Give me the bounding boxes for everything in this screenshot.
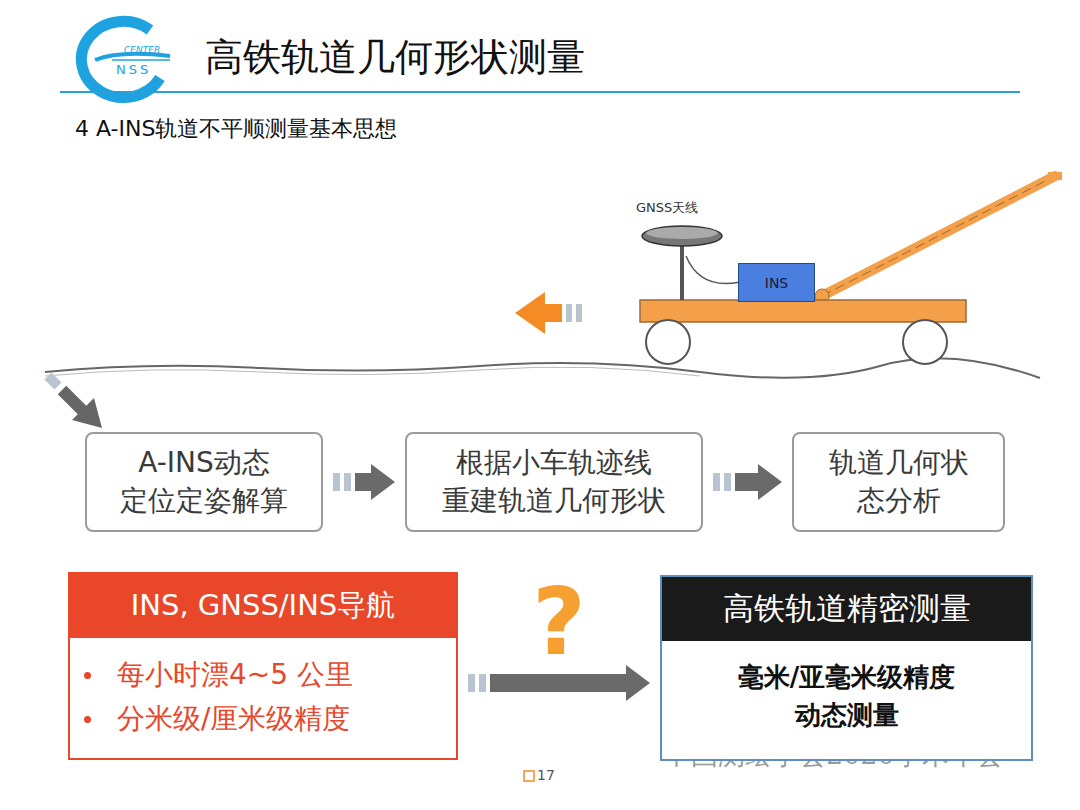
bullet-dot: [84, 716, 91, 723]
process-box: 根据小车轨迹线 重建轨道几何形状: [405, 432, 703, 532]
bullet-row: 每小时漂4~5 公里: [84, 656, 446, 694]
logo-text: NSS: [116, 62, 151, 77]
process-box: 轨道几何状 态分析: [792, 432, 1005, 532]
bullet-row: 分米级/厘米级精度: [84, 700, 446, 738]
box-text: INS: [765, 275, 789, 291]
edge-label: ?: [532, 577, 585, 669]
ins-box: INS: [738, 263, 815, 302]
flow-arrow: [333, 464, 395, 500]
section-heading: 4 A-INS轨道不平顺测量基本思想: [75, 114, 397, 144]
box-heading: 高铁轨道精密测量: [662, 577, 1031, 641]
part-label: GNSS天线: [636, 199, 698, 217]
bullet-dot: [84, 672, 91, 679]
logo: [81, 21, 170, 97]
flow-arrow: [713, 464, 782, 500]
flow-start-arrow: [48, 376, 102, 428]
motion-arrow: [515, 292, 582, 334]
track-line: [45, 358, 1040, 378]
bullet-text: 分米级/厘米级精度: [117, 700, 350, 738]
box-text: A-INS动态 定位定姿解算: [99, 444, 309, 520]
logo-text: CENTER: [124, 45, 160, 55]
bullet-text: 每小时漂4~5 公里: [117, 656, 353, 694]
red-box: INS, GNSS/INS导航每小时漂4~5 公里分米级/厘米级精度: [68, 572, 458, 760]
page-title: 高铁轨道几何形状测量: [205, 32, 585, 83]
black-box: 高铁轨道精密测量毫米/亚毫米级精度 动态测量: [660, 575, 1033, 761]
header-rule: [60, 91, 1020, 93]
process-box: A-INS动态 定位定姿解算: [85, 432, 323, 532]
box-heading: INS, GNSS/INS导航: [70, 574, 456, 638]
box-text: 轨道几何状 态分析: [806, 444, 991, 520]
page-icon: [524, 771, 534, 781]
box-text: 根据小车轨迹线 重建轨道几何形状: [419, 444, 689, 520]
box-body-text: 毫米/亚毫米级精度 动态测量: [712, 659, 982, 734]
page-number: 17: [537, 767, 555, 783]
flow-arrow: [468, 665, 650, 701]
box-body: 每小时漂4~5 公里分米级/厘米级精度: [70, 638, 456, 756]
track-cart: [640, 176, 1062, 364]
